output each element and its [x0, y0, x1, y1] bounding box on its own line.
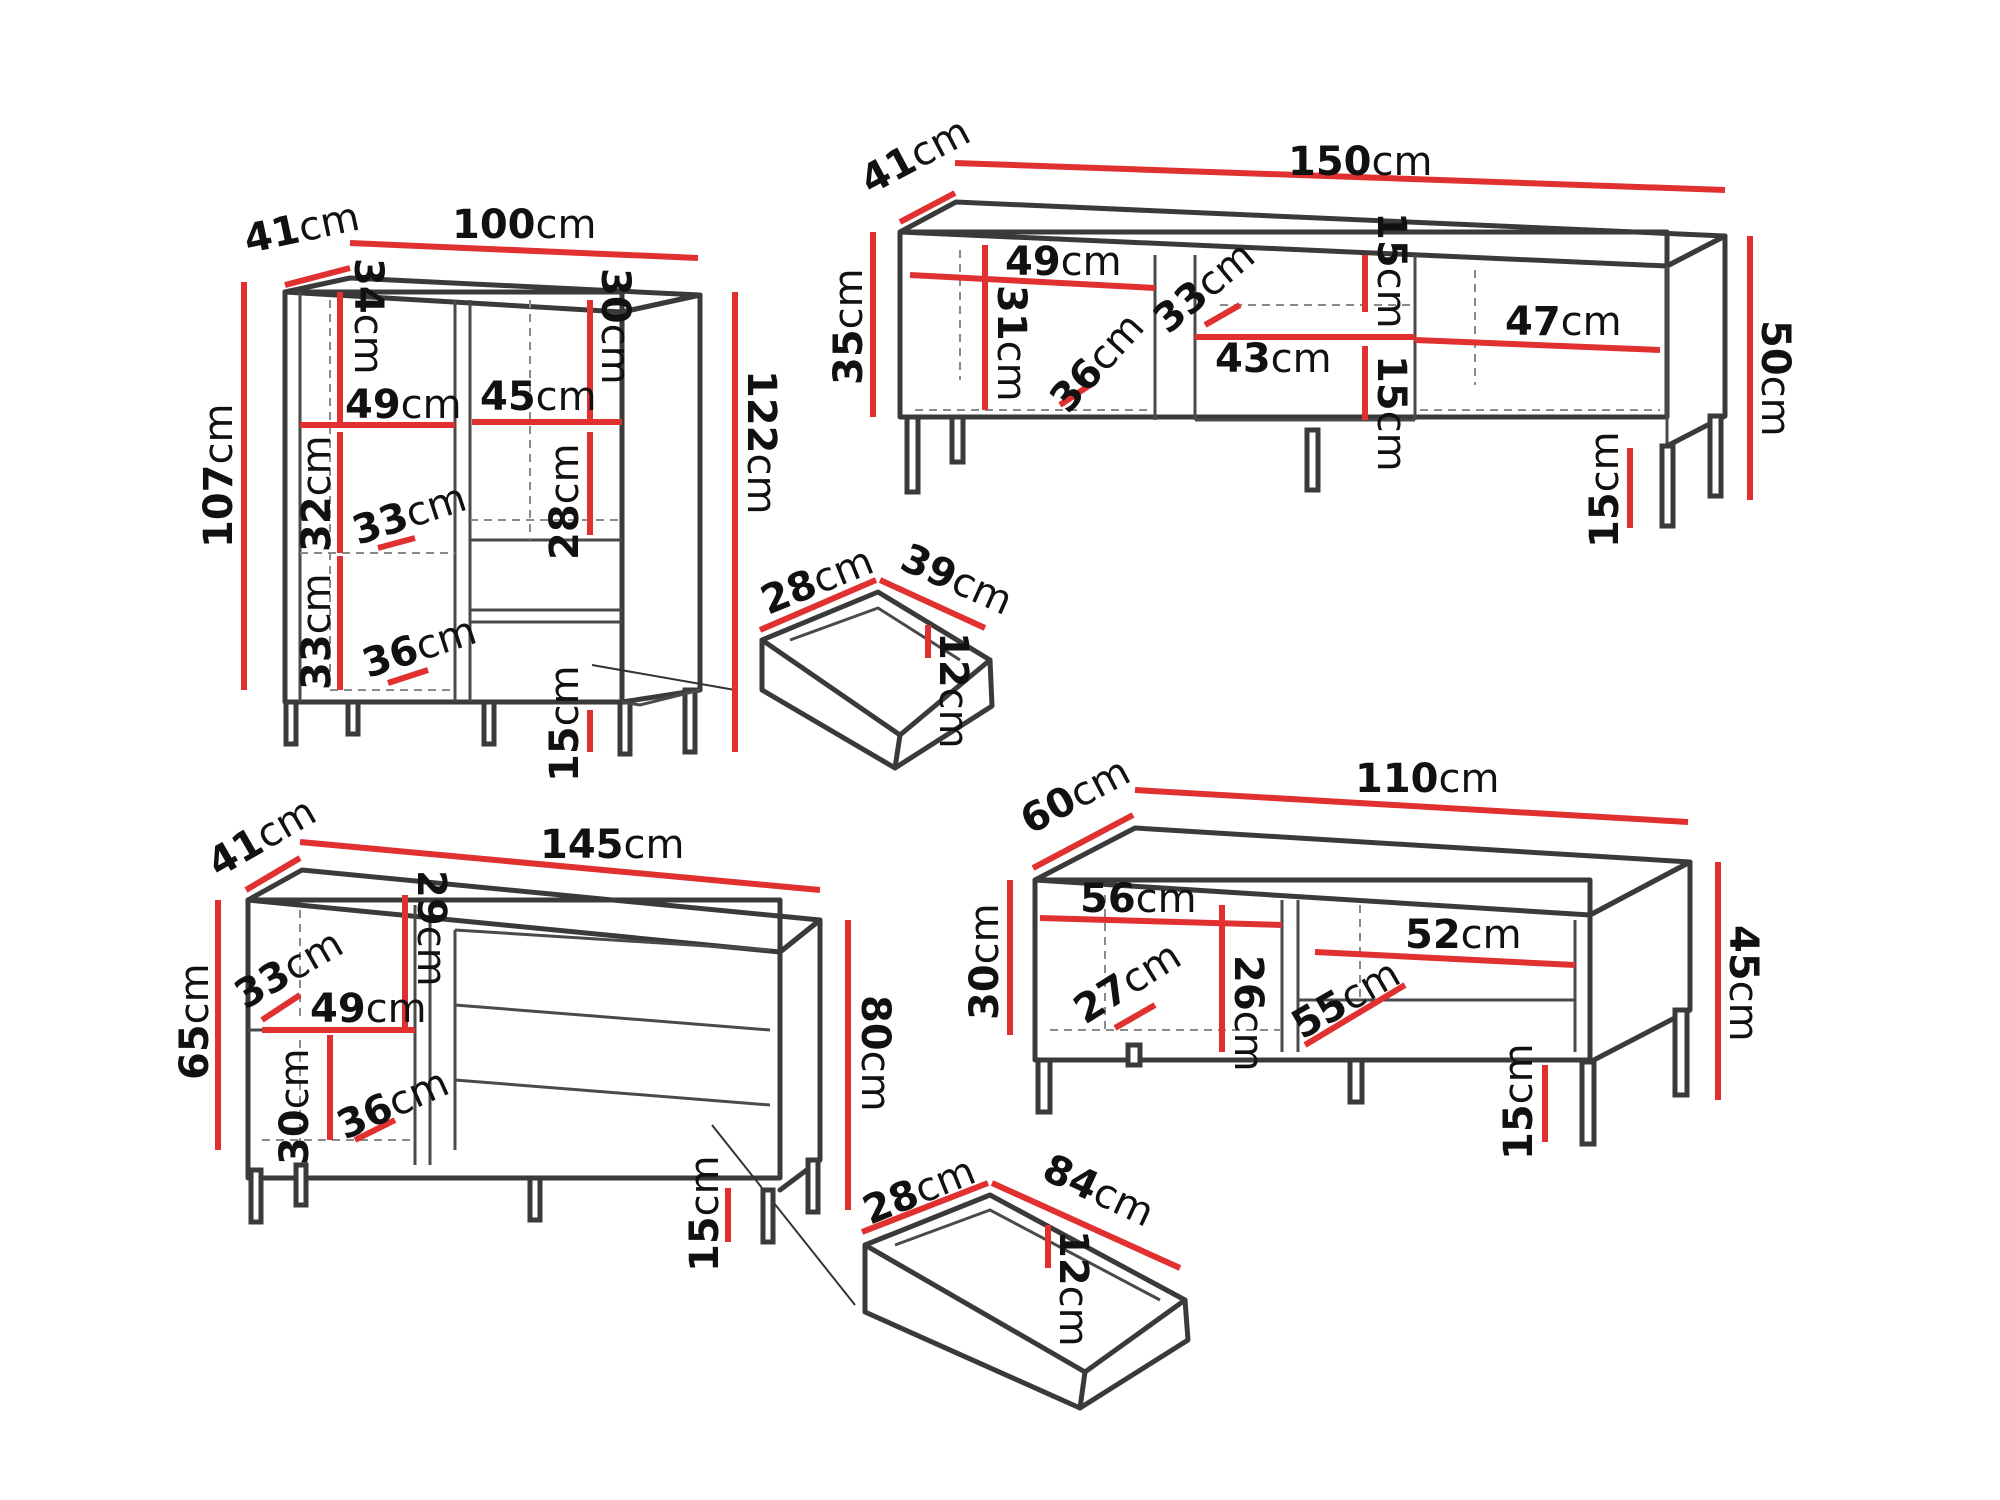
- label-hb-width: 100cm: [452, 202, 596, 248]
- label-ct-depth: 60cm: [1013, 748, 1138, 843]
- label-ct-15: 15cm: [1496, 1043, 1542, 1160]
- label-d2-84: 84cm: [1036, 1145, 1161, 1236]
- label-tv-width: 150cm: [1288, 139, 1432, 185]
- label-d1-28: 28cm: [755, 538, 880, 624]
- label-hb-depth: 41cm: [240, 194, 364, 263]
- label-tv-35: 35cm: [826, 268, 872, 385]
- coffee-table-drawing: [1032, 825, 1693, 1147]
- label-d2-12: 12cm: [1050, 1230, 1096, 1347]
- drawer-1-drawing: [759, 589, 995, 771]
- label-tv-15c: 15cm: [1582, 431, 1628, 548]
- label-hb-30: 30cm: [592, 268, 638, 385]
- label-hb-49: 49cm: [345, 382, 462, 428]
- label-hb-32: 32cm: [294, 435, 340, 552]
- label-hb-45: 45cm: [480, 374, 597, 420]
- label-sb-80: 80cm: [852, 995, 898, 1112]
- label-tv-47: 47cm: [1505, 299, 1622, 345]
- coffee-table-dimension-lines: [1007, 787, 1721, 1142]
- label-tv-31: 31cm: [988, 285, 1034, 402]
- label-ct-55: 55cm: [1284, 951, 1408, 1049]
- sideboard-dimension-lines: [215, 839, 851, 1242]
- label-tv-49: 49cm: [1005, 239, 1122, 285]
- label-sb-width: 145cm: [540, 822, 684, 868]
- drawer-2-drawing: [862, 1192, 1191, 1411]
- label-hb-122: 122cm: [738, 370, 784, 514]
- label-ct-30: 30cm: [962, 903, 1008, 1020]
- label-sb-30: 30cm: [272, 1048, 318, 1165]
- tv-stand-dimension-lines: [870, 160, 1753, 528]
- label-ct-width: 110cm: [1355, 756, 1499, 802]
- label-hb-33b: 33cm: [294, 573, 340, 690]
- label-tv-43: 43cm: [1215, 336, 1332, 382]
- label-tv-depth: 41cm: [853, 108, 978, 203]
- highboard-drawing: [282, 275, 736, 757]
- highboard-dimension-labels: 41cm 100cm 107cm 122cm 34cm 30cm 49cm 45…: [196, 194, 784, 782]
- sideboard-drawing: [245, 867, 856, 1306]
- label-ct-56: 56cm: [1080, 876, 1197, 922]
- label-hb-28: 28cm: [542, 443, 588, 560]
- label-ct-26: 26cm: [1225, 955, 1271, 1072]
- drawer-1-dimension-lines: [758, 577, 987, 658]
- label-sb-29: 29cm: [408, 870, 454, 987]
- drawer-2-dimension-labels: 28cm 84cm 12cm: [857, 1145, 1161, 1346]
- label-hb-34: 34cm: [345, 258, 391, 375]
- label-tv-15b: 15cm: [1368, 355, 1414, 472]
- label-d1-12: 12cm: [930, 632, 976, 749]
- label-sb-15: 15cm: [682, 1155, 728, 1272]
- label-tv-50: 50cm: [1752, 320, 1798, 437]
- label-sb-49: 49cm: [310, 986, 427, 1032]
- label-sb-36: 36cm: [330, 1060, 455, 1149]
- label-sb-65: 65cm: [172, 963, 218, 1080]
- label-hb-15: 15cm: [542, 665, 588, 782]
- label-tv-36: 36cm: [1041, 304, 1153, 421]
- highboard-dimension-lines: [241, 240, 738, 752]
- label-hb-107: 107cm: [196, 404, 242, 548]
- label-ct-45: 45cm: [1720, 925, 1766, 1042]
- label-tv-15a: 15cm: [1368, 212, 1414, 329]
- label-ct-52: 52cm: [1405, 912, 1522, 958]
- drawer-2-dimension-lines: [860, 1180, 1182, 1271]
- label-tv-33: 33cm: [1145, 232, 1264, 342]
